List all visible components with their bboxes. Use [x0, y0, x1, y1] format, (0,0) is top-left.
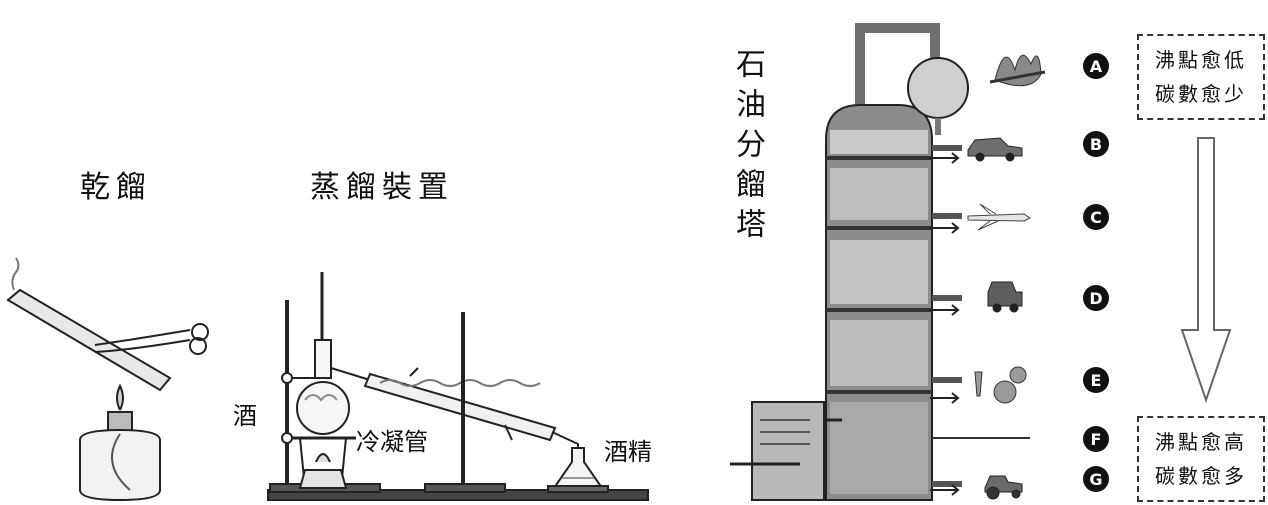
flask-content-label: 酒 [233, 402, 257, 430]
bottom-note-line2: 碳數愈多 [1155, 464, 1247, 488]
top-note-line1: 沸點愈低 [1155, 48, 1247, 72]
fraction-marker-d: D [1083, 285, 1109, 311]
fraction-marker-a: A [1083, 53, 1109, 79]
truck-icon [987, 281, 1023, 313]
tractor-icon [984, 475, 1023, 500]
fraction-marker-c: C [1083, 204, 1109, 230]
dry-distillation-label: 乾餾 [80, 170, 152, 205]
dry-distillation-setup [6, 257, 209, 502]
condenser-label: 冷凝管 [356, 428, 428, 456]
receiver-content-label: 酒精 [604, 438, 652, 466]
top-note-line2: 碳數愈少 [1155, 82, 1247, 106]
fractionating-tower [730, 23, 1030, 501]
distillation-setup [267, 272, 649, 501]
machine-gears-icon [974, 366, 1027, 404]
fraction-marker-g: G [1083, 466, 1109, 492]
top-note: 沸點愈低 碳數愈少 [1137, 34, 1265, 120]
fraction-marker-f: F [1083, 426, 1109, 452]
car-icon [967, 137, 1023, 162]
direction-arrow [1180, 137, 1232, 404]
airplane-icon [967, 203, 1031, 231]
fire-icon [989, 54, 1046, 87]
fraction-marker-b: B [1083, 131, 1109, 157]
distillation-apparatus-label: 蒸餾裝置 [310, 170, 454, 205]
tower-title: 石油分餾塔 [730, 48, 765, 248]
bottom-note: 沸點愈高 碳數愈多 [1137, 416, 1265, 502]
fraction-marker-e: E [1083, 367, 1109, 393]
bottom-note-line1: 沸點愈高 [1155, 430, 1247, 454]
